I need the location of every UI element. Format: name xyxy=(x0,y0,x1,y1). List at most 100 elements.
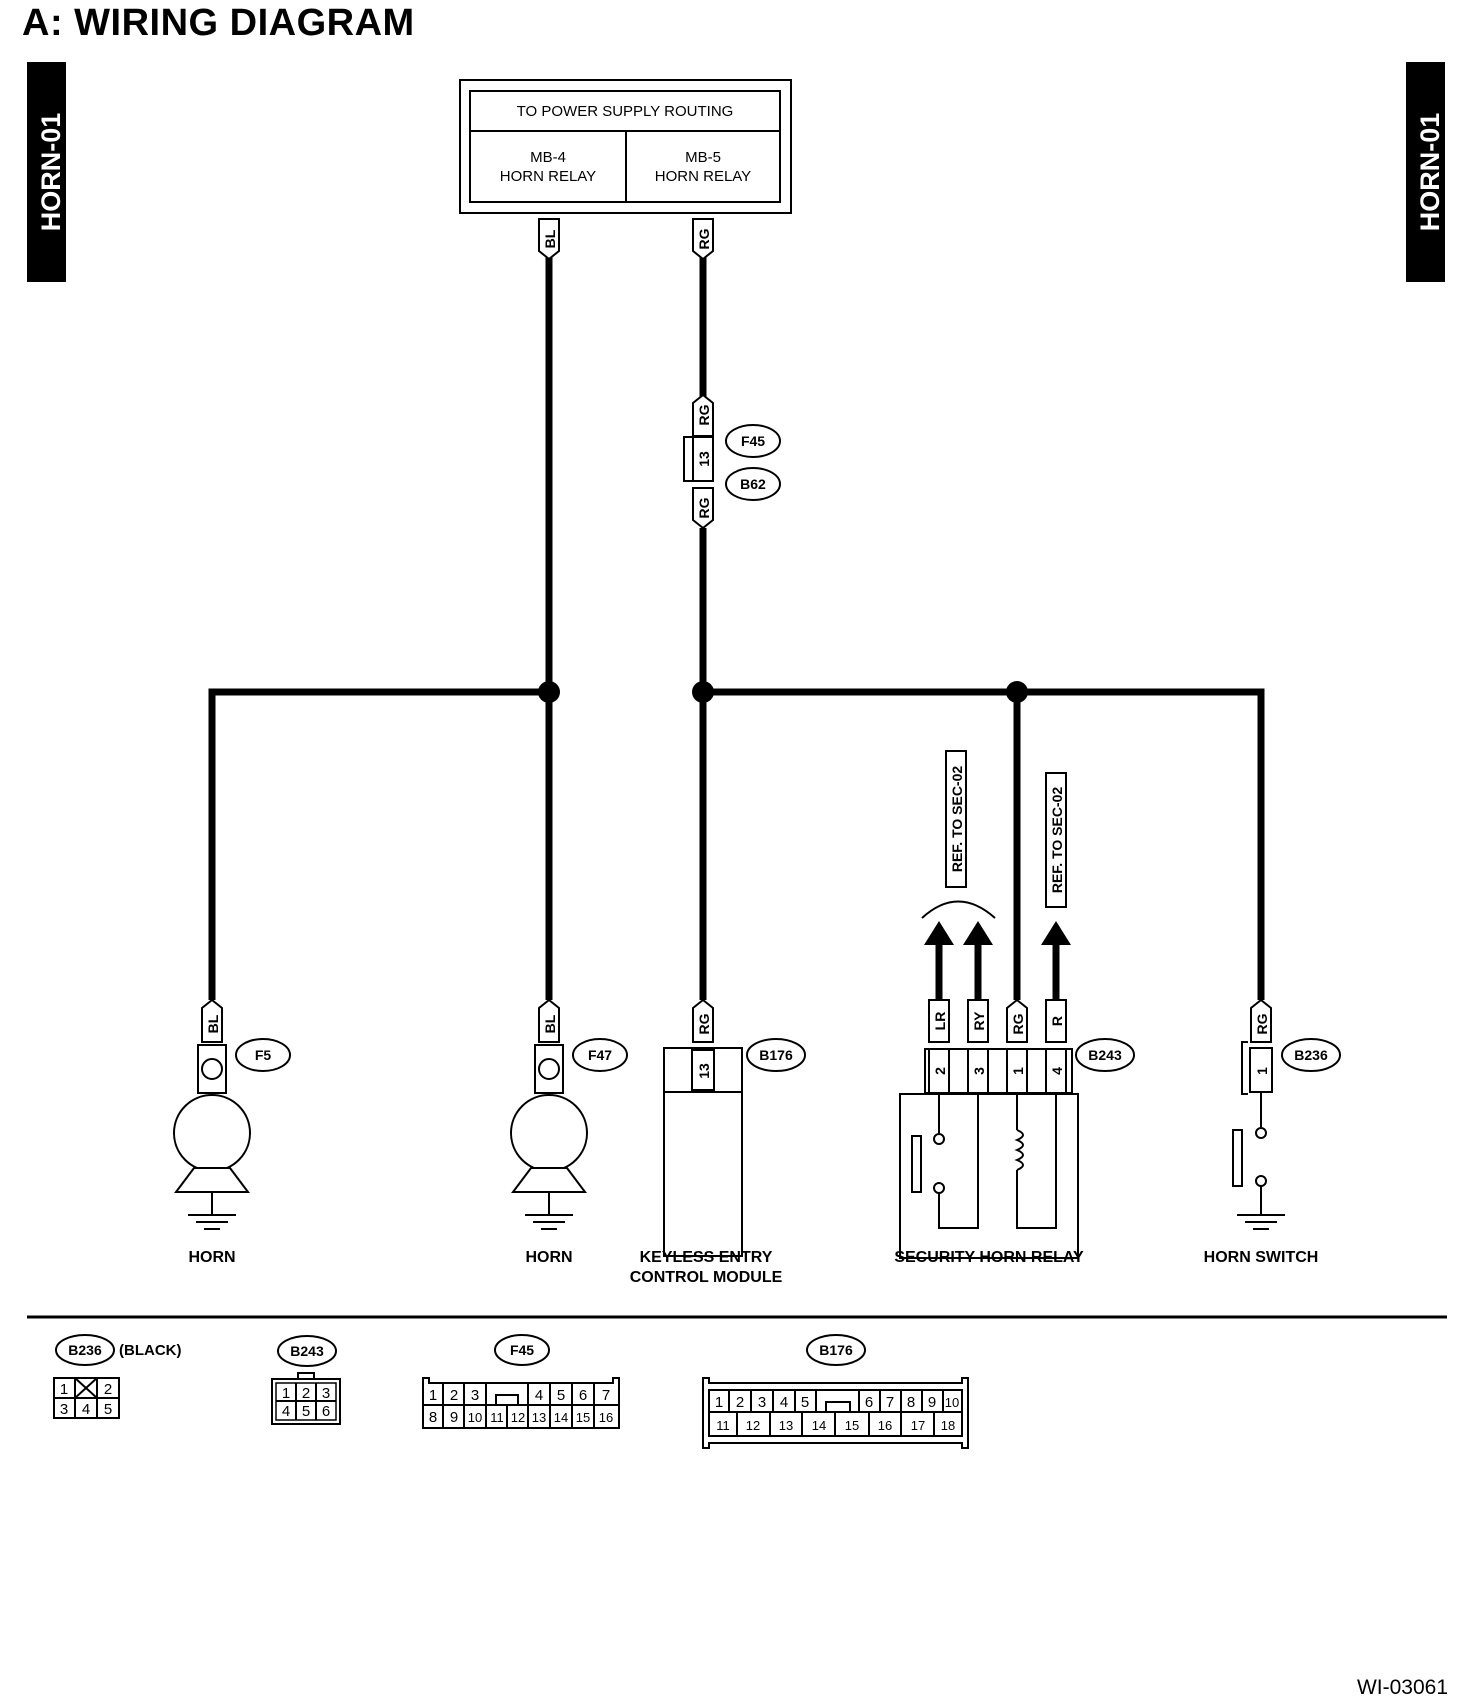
badge-b243: B243 xyxy=(1075,1038,1135,1072)
ref-label-1: REF. TO SEC-02 xyxy=(945,750,967,888)
horn-1-label: HORN xyxy=(188,1249,235,1266)
ref-arrows xyxy=(921,900,1071,1000)
badge-b176: B176 xyxy=(746,1038,806,1072)
side-tab-left-label: HORN-01 xyxy=(36,113,66,232)
svg-text:5: 5 xyxy=(104,1401,112,1418)
side-tab-left: HORN-01 xyxy=(27,62,66,282)
wire-label-bl-top: BL xyxy=(538,218,560,261)
wire-label-rg-b236: RG xyxy=(1250,998,1272,1043)
svg-text:15: 15 xyxy=(845,1418,859,1433)
svg-text:5: 5 xyxy=(801,1394,809,1411)
svg-text:R: R xyxy=(1049,1016,1065,1026)
svg-text:4: 4 xyxy=(1049,1067,1065,1075)
svg-text:18: 18 xyxy=(941,1418,955,1433)
svg-text:16: 16 xyxy=(878,1418,892,1433)
wire-label-rg-f45: RG xyxy=(692,393,714,437)
svg-text:12: 12 xyxy=(511,1410,525,1425)
svg-text:1: 1 xyxy=(715,1394,723,1411)
svg-text:11: 11 xyxy=(716,1418,730,1433)
ref-label-2: REF. TO SEC-02 xyxy=(1045,772,1067,908)
side-tab-right-label: HORN-01 xyxy=(1415,113,1445,232)
svg-text:4: 4 xyxy=(282,1403,290,1420)
svg-text:10: 10 xyxy=(468,1410,482,1425)
svg-text:(BLACK): (BLACK) xyxy=(119,1342,181,1359)
svg-text:REF. TO SEC-02: REF. TO SEC-02 xyxy=(949,766,965,873)
wire-label-rg-b176: RG xyxy=(692,998,714,1043)
svg-text:16: 16 xyxy=(599,1410,613,1425)
svg-text:RG: RG xyxy=(1254,1013,1270,1034)
horn-2-label: HORN xyxy=(525,1249,572,1266)
svg-text:5: 5 xyxy=(557,1387,565,1404)
svg-text:RG: RG xyxy=(696,497,712,518)
wire-label-rg-b243: RG xyxy=(1006,998,1028,1043)
svg-text:4: 4 xyxy=(535,1387,543,1404)
svg-text:8: 8 xyxy=(429,1409,437,1426)
svg-text:6: 6 xyxy=(579,1387,587,1404)
svg-text:BL: BL xyxy=(542,229,558,248)
wire-label-r-b243: R xyxy=(1045,999,1067,1043)
svg-text:RG: RG xyxy=(696,1013,712,1034)
svg-text:1: 1 xyxy=(429,1387,437,1404)
svg-text:5: 5 xyxy=(302,1403,310,1420)
power-supply-box: TO POWER SUPPLY ROUTING MB-4 HORN RELAY … xyxy=(459,79,792,214)
svg-text:11: 11 xyxy=(490,1410,504,1425)
svg-text:B243: B243 xyxy=(1088,1047,1122,1063)
svg-text:3: 3 xyxy=(758,1394,766,1411)
svg-text:12: 12 xyxy=(746,1418,760,1433)
svg-text:F45: F45 xyxy=(741,433,765,449)
power-supply-header: TO POWER SUPPLY ROUTING xyxy=(517,103,734,120)
svg-text:10: 10 xyxy=(945,1395,959,1410)
keyless-label-2: CONTROL MODULE xyxy=(630,1269,783,1286)
svg-text:2: 2 xyxy=(736,1394,744,1411)
horn-1: HORN xyxy=(173,1044,251,1266)
svg-text:2: 2 xyxy=(932,1067,948,1075)
wire-label-ry-b243: RY xyxy=(967,999,989,1043)
f45-b62-pin: 13 xyxy=(696,451,712,467)
svg-text:RG: RG xyxy=(696,404,712,425)
svg-text:RG: RG xyxy=(696,228,712,249)
keyless-entry-module: 13 KEYLESS ENTRY CONTROL MODULE xyxy=(630,1047,783,1286)
wires xyxy=(208,255,1265,1000)
keyless-label-1: KEYLESS ENTRY xyxy=(640,1249,773,1266)
svg-text:LR: LR xyxy=(932,1012,948,1031)
badge-f47: F47 xyxy=(572,1038,628,1072)
svg-text:BL: BL xyxy=(542,1014,558,1033)
svg-text:BL: BL xyxy=(205,1014,221,1033)
svg-text:2: 2 xyxy=(450,1387,458,1404)
svg-text:4: 4 xyxy=(82,1401,90,1418)
svg-text:1: 1 xyxy=(60,1381,68,1398)
security-relay-label: SECURITY HORN RELAY xyxy=(894,1249,1084,1266)
f45-b62-connector: 13 xyxy=(683,436,714,482)
svg-text:13: 13 xyxy=(532,1410,546,1425)
svg-text:6: 6 xyxy=(865,1394,873,1411)
svg-text:14: 14 xyxy=(812,1418,826,1433)
svg-text:13: 13 xyxy=(779,1418,793,1433)
horn-switch: 1 HORN SWITCH xyxy=(1204,1041,1319,1266)
svg-text:RY: RY xyxy=(971,1011,987,1031)
svg-text:2: 2 xyxy=(302,1385,310,1402)
svg-text:1: 1 xyxy=(1010,1067,1026,1075)
mb4-sub-label: HORN RELAY xyxy=(500,168,596,185)
svg-text:2: 2 xyxy=(104,1381,112,1398)
badge-f5: F5 xyxy=(235,1038,291,1072)
svg-text:3: 3 xyxy=(322,1385,330,1402)
svg-text:B243: B243 xyxy=(290,1343,324,1359)
svg-text:3: 3 xyxy=(471,1387,479,1404)
mb4-label: MB-4 xyxy=(530,149,566,166)
svg-text:F5: F5 xyxy=(255,1047,272,1063)
horn-2: HORN xyxy=(510,1044,588,1266)
b176-pin: 13 xyxy=(696,1063,712,1079)
svg-text:4: 4 xyxy=(780,1394,788,1411)
page-title: A: WIRING DIAGRAM xyxy=(22,2,415,44)
figure-code: WI-03061 xyxy=(1357,1676,1448,1699)
svg-text:8: 8 xyxy=(907,1394,915,1411)
svg-text:6: 6 xyxy=(322,1403,330,1420)
svg-text:17: 17 xyxy=(911,1418,925,1433)
mb5-sub-label: HORN RELAY xyxy=(655,168,751,185)
badge-b62: B62 xyxy=(725,467,781,501)
legend-f45: F45 1 2 3 4 5 6 7 8 9 10 11 12 13 14 15 … xyxy=(422,1334,620,1429)
svg-text:F45: F45 xyxy=(510,1342,534,1358)
horn-switch-label: HORN SWITCH xyxy=(1204,1249,1319,1266)
svg-text:B62: B62 xyxy=(740,476,766,492)
